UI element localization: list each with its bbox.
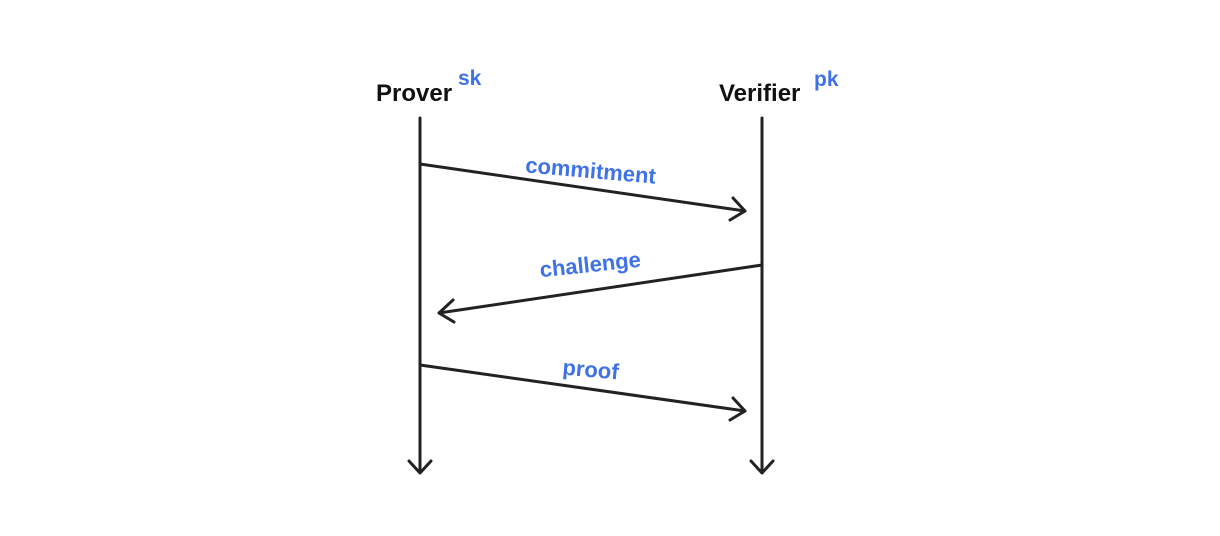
proof-label: proof [562,355,621,385]
verifier-label: Verifier [719,80,800,107]
proof-arrow [418,363,747,422]
challenge-arrow [437,263,764,324]
commitment-arrow [418,162,747,222]
prover-label: Prover [376,80,452,107]
prover-key-label: sk [458,67,482,90]
prover-lifeline [407,116,433,475]
verifier-lifeline [749,116,775,475]
challenge-label: challenge [538,247,642,282]
verifier-key-label: pk [814,68,839,91]
